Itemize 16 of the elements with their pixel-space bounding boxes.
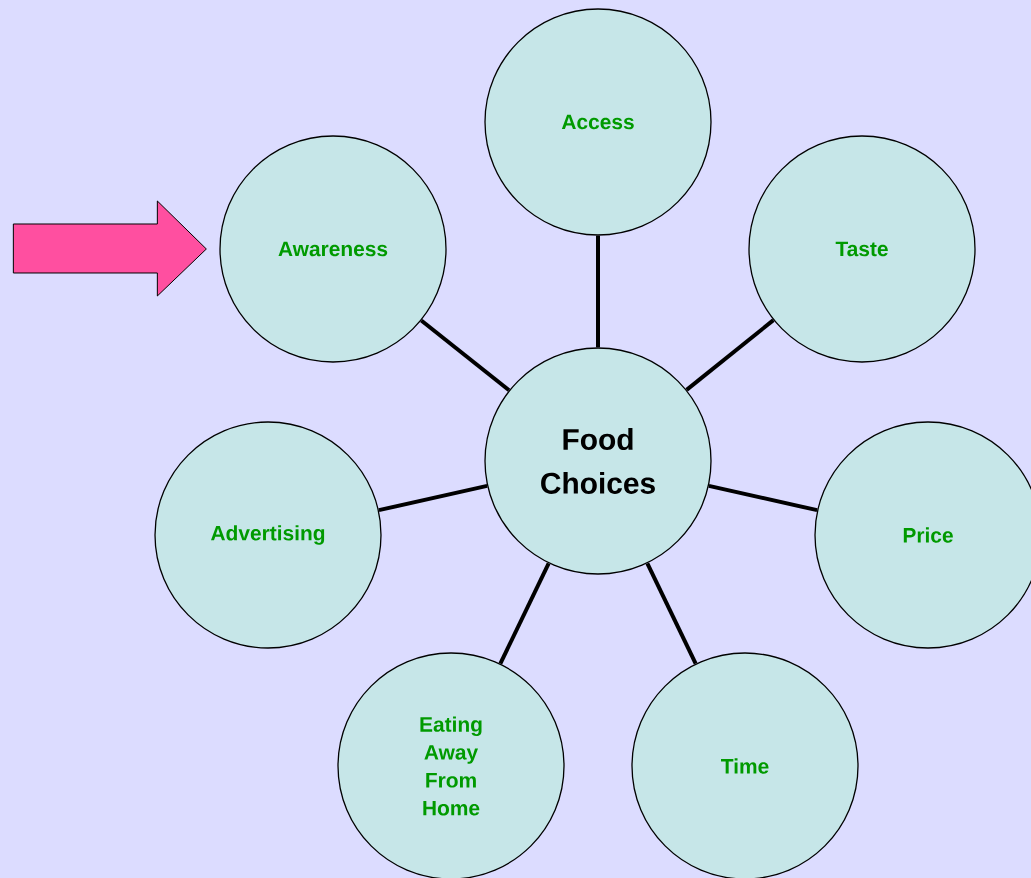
connector-line	[498, 562, 551, 665]
connector-line	[378, 483, 488, 513]
block-arrow	[12, 200, 207, 297]
circle-node: Food Choices	[484, 347, 712, 575]
circle-node: Time	[631, 652, 859, 878]
connector-line	[645, 562, 698, 665]
circle-node: Awareness	[219, 135, 447, 363]
circle-node: Taste	[748, 135, 976, 363]
circle-node: Price	[814, 421, 1031, 649]
circle-node: Advertising	[154, 421, 382, 649]
connector-line	[420, 318, 511, 392]
connector-line	[685, 318, 775, 392]
circle-node: Access	[484, 8, 712, 236]
connector-line	[708, 483, 818, 513]
connector-line	[596, 235, 600, 348]
circle-node: Eating Away From Home	[337, 652, 565, 878]
